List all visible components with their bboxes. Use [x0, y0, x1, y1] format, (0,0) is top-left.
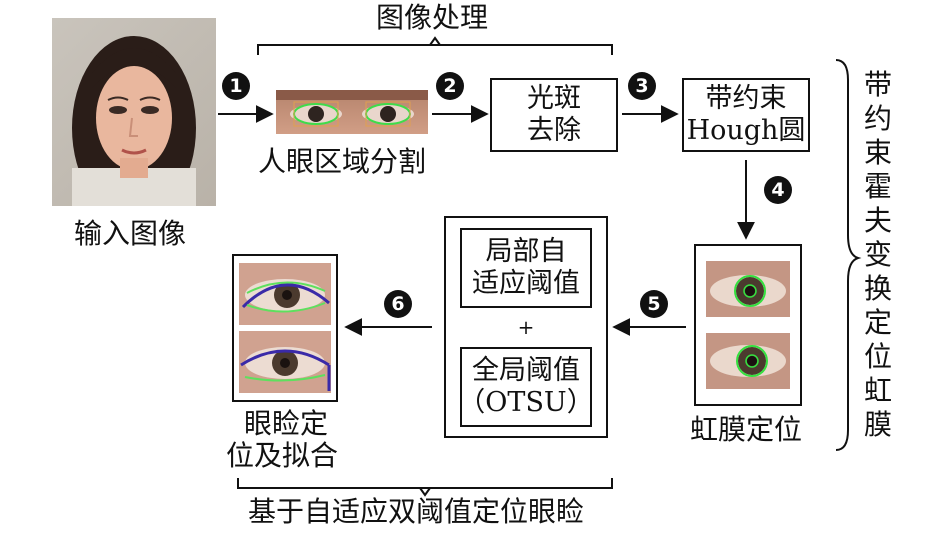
processing-title: 图像处理 — [376, 1, 489, 34]
step-badge-2: 2 — [436, 72, 464, 100]
plus-sign: + — [517, 315, 535, 339]
iris-localization-box — [694, 244, 802, 406]
eyelid-label-line1: 眼睑定 — [244, 407, 329, 440]
spot-removal-line2: 去除 — [527, 115, 581, 146]
step-badge-6: 6 — [384, 290, 412, 318]
iris-image-bottom — [706, 332, 790, 389]
side-char: 带 — [863, 68, 892, 101]
hough-line2: Hough圆 — [686, 115, 806, 146]
side-char: 变 — [863, 238, 892, 271]
iris-localization-label: 虹膜定位 — [690, 413, 803, 446]
step-badge-1: 1 — [222, 72, 250, 100]
side-char: 约 — [863, 102, 892, 135]
eye-region-label: 人眼区域分割 — [258, 145, 427, 178]
side-char: 霍 — [863, 170, 892, 203]
side-char: 换 — [863, 272, 892, 305]
side-char: 定 — [863, 306, 892, 339]
eyelid-image-top — [239, 262, 331, 325]
spot-removal-line1: 光斑 — [527, 83, 581, 114]
input-image-label: 输入图像 — [74, 217, 187, 250]
double-threshold-box: 局部自 适应阈值 + 全局阈值 （OTSU） — [444, 216, 608, 438]
global-threshold-line2: （OTSU） — [458, 386, 594, 418]
local-threshold-line2: 适应阈值 — [472, 267, 580, 299]
step-badge-5: 5 — [640, 290, 668, 318]
hough-line1: 带约束 — [705, 83, 787, 114]
bottom-caption: 基于自适应双阈值定位眼睑 — [248, 495, 585, 528]
local-threshold-line1: 局部自 — [485, 235, 567, 267]
eyelid-label-line2: 位及拟合 — [226, 439, 339, 472]
global-threshold-box: 全局阈值 （OTSU） — [458, 346, 594, 427]
global-threshold-line1: 全局阈值 — [472, 354, 580, 386]
step-badge-4: 4 — [764, 176, 792, 204]
hough-box: 带约束 Hough圆 — [682, 78, 810, 152]
right-brace — [835, 59, 862, 451]
side-caption: 带 约 束 霍 夫 变 换 定 位 虹 膜 — [862, 68, 894, 442]
eyelid-result-box — [232, 254, 338, 402]
input-face-image — [52, 18, 216, 206]
bottom-bracket — [237, 478, 613, 489]
local-threshold-box: 局部自 适应阈值 — [460, 227, 592, 308]
eyelid-image-bottom — [239, 331, 331, 394]
side-char: 虹 — [863, 374, 892, 407]
spot-removal-box: 光斑 去除 — [490, 78, 618, 152]
side-char: 夫 — [863, 204, 892, 237]
side-char: 位 — [863, 340, 892, 373]
iris-image-top — [706, 261, 790, 318]
step-badge-3: 3 — [628, 72, 656, 100]
top-bracket — [257, 44, 613, 55]
side-char: 束 — [863, 136, 892, 169]
eye-region-image — [276, 90, 428, 134]
side-char: 膜 — [863, 408, 892, 441]
